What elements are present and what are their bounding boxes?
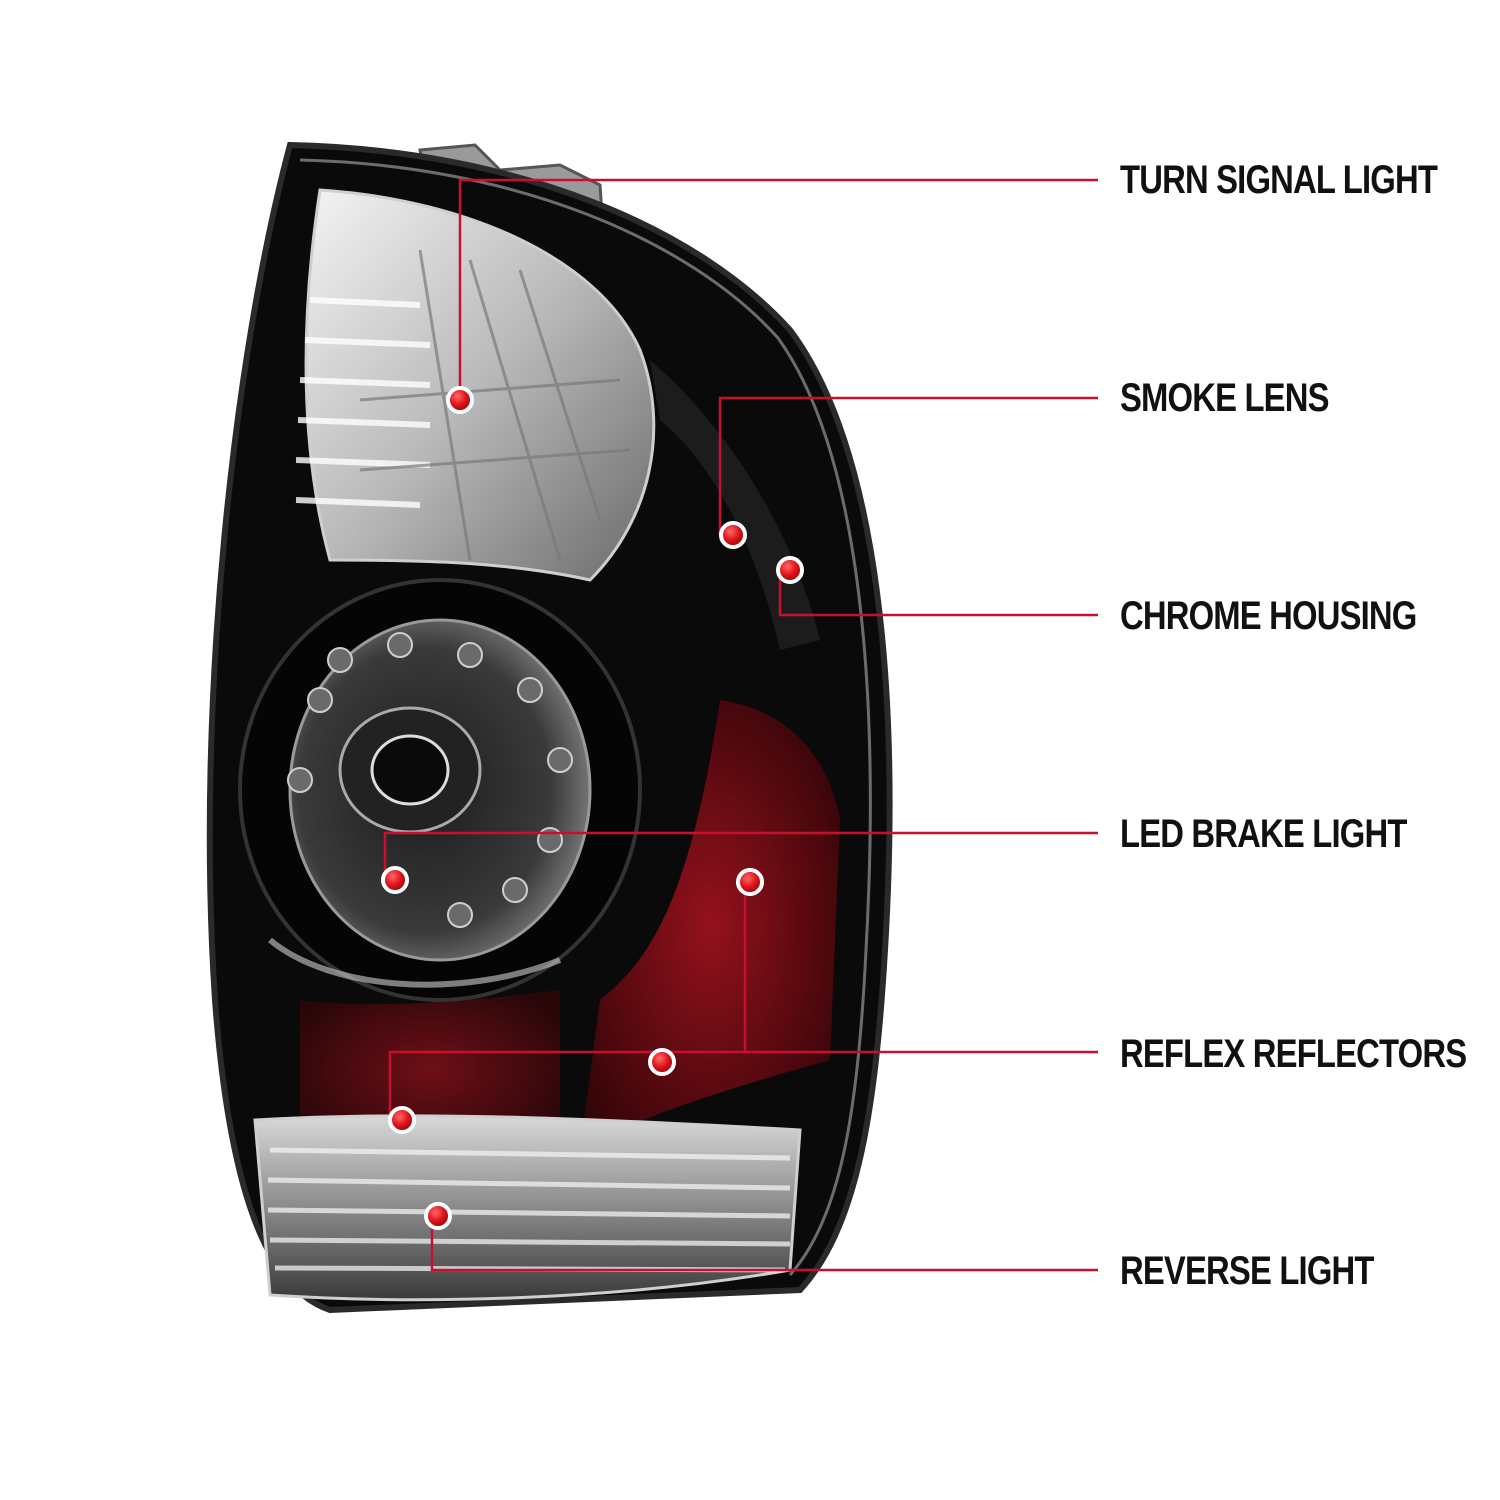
marker-reflex-c xyxy=(388,1106,416,1134)
label-reflex-reflectors: REFLEX REFLECTORS xyxy=(1120,1032,1467,1076)
reflex-reflector-right xyxy=(580,700,840,1150)
callout-markers xyxy=(381,386,804,1230)
projector-inner xyxy=(370,734,450,806)
leader-line-turn xyxy=(458,178,1098,400)
label-led-brake-light: LED BRAKE LIGHT xyxy=(1120,812,1407,856)
tail-light-image xyxy=(206,141,893,1314)
led-ring-chrome-arc xyxy=(268,937,562,988)
marker-led xyxy=(381,866,409,894)
marker-reflex-b xyxy=(648,1048,676,1076)
label-chrome-housing: CHROME HOUSING xyxy=(1120,594,1417,638)
leader-line-led xyxy=(383,831,1098,880)
leader-line-chrome xyxy=(778,570,1098,617)
reverse-light-lens xyxy=(253,1114,802,1302)
label-turn-signal-light: TURN SIGNAL LIGHT xyxy=(1120,158,1438,202)
label-reverse-light: REVERSE LIGHT xyxy=(1120,1249,1374,1293)
marker-reflex-a xyxy=(736,868,764,896)
label-smoke-lens: SMOKE LENS xyxy=(1120,376,1329,420)
callout-leader-lines xyxy=(383,178,1098,1272)
housing-chrome-edge xyxy=(299,158,872,1276)
turn-signal-facets xyxy=(359,249,631,561)
marker-turn xyxy=(446,386,474,414)
reflex-reflector-left xyxy=(300,990,560,1150)
led-bulbs xyxy=(287,632,573,928)
marker-chrome xyxy=(776,556,804,584)
leader-line-reverse xyxy=(430,1216,1098,1272)
marker-reverse xyxy=(424,1202,452,1230)
marker-smoke xyxy=(719,521,747,549)
turn-signal-lens xyxy=(304,188,656,582)
smoke-lens-band xyxy=(650,360,820,650)
leader-line-reflex-b xyxy=(388,1050,745,1120)
leader-line-smoke xyxy=(718,396,1098,535)
turn-signal-ribs xyxy=(295,297,431,508)
